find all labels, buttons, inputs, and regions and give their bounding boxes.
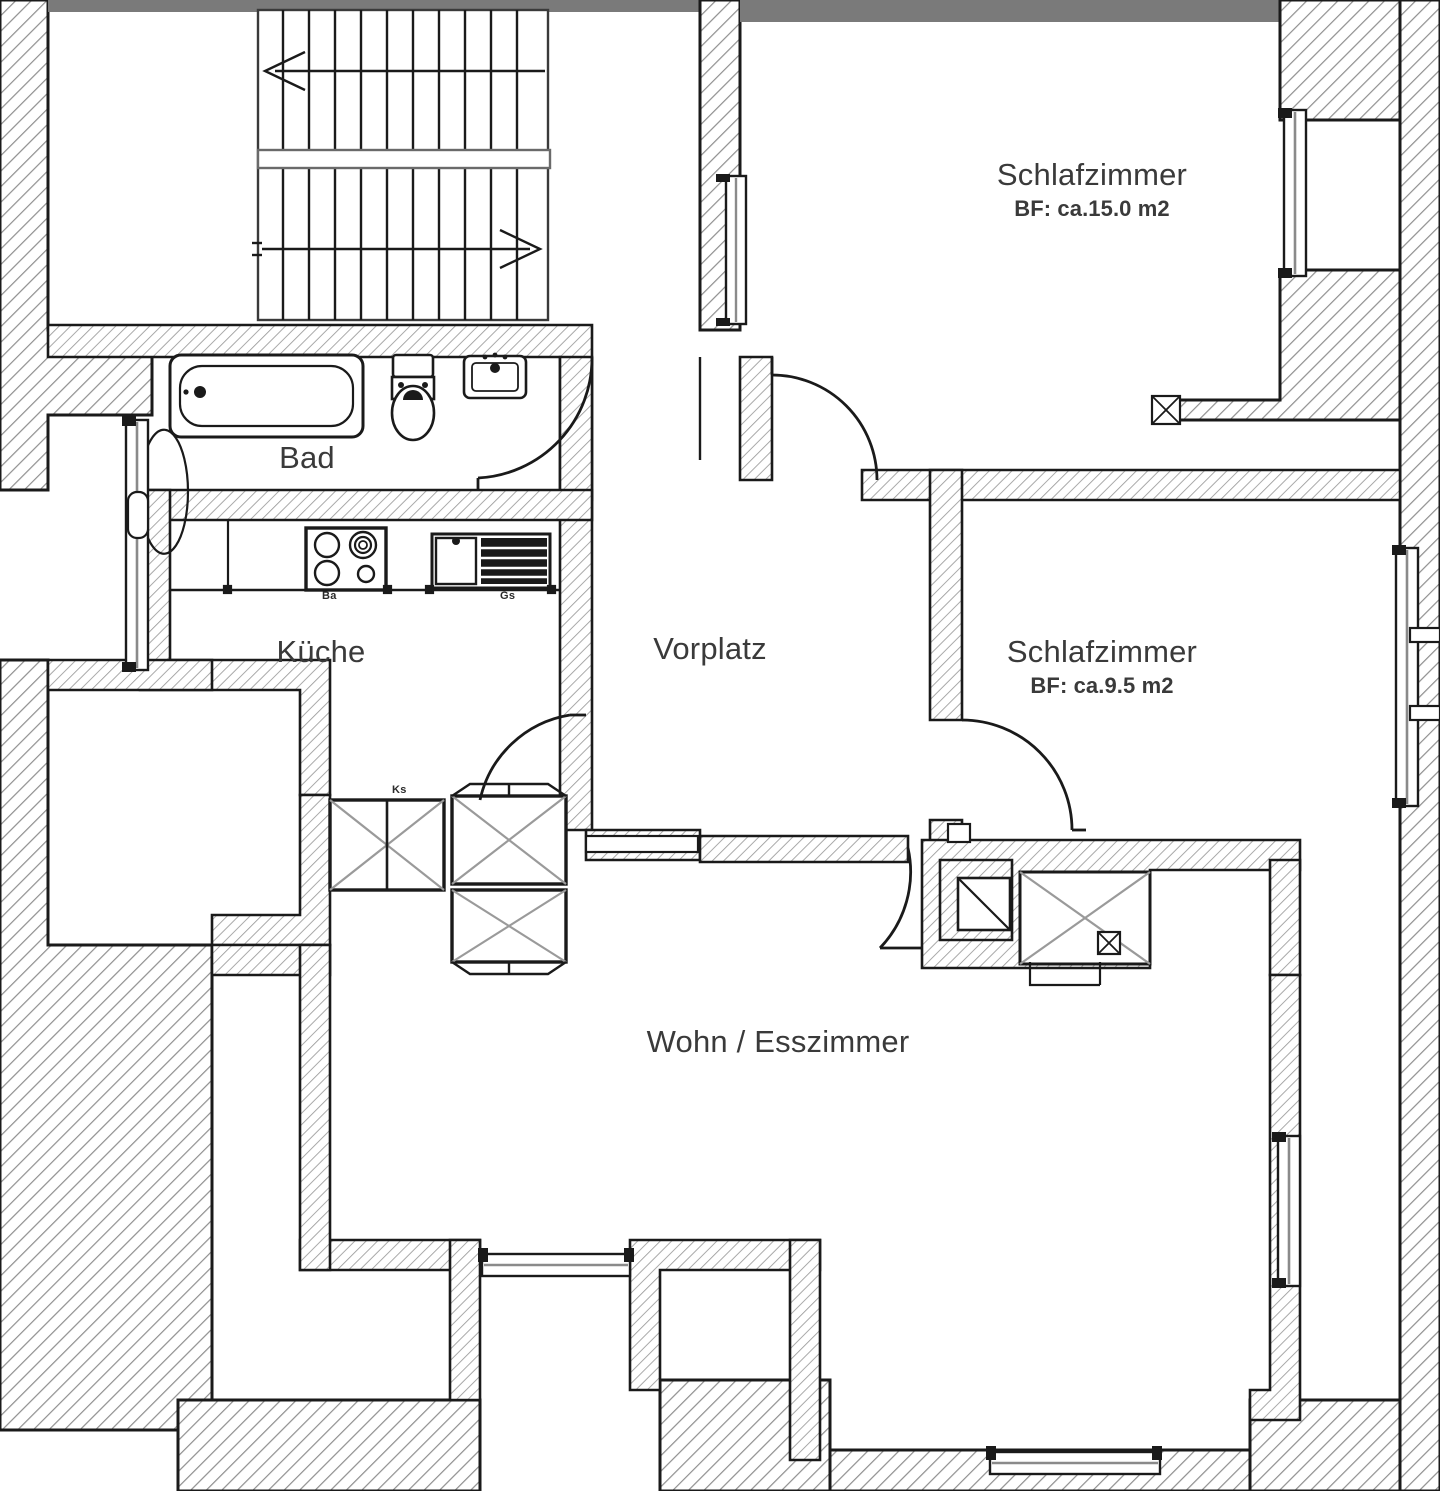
- window-bedroom2-notch: [946, 822, 972, 844]
- window-hall-strip: [584, 834, 700, 854]
- windows: [122, 108, 1440, 1476]
- counter-notch: [222, 584, 557, 595]
- doors: [138, 356, 1086, 950]
- staircase: [252, 8, 552, 322]
- stove-icon: [304, 526, 388, 592]
- door-kueche: [478, 713, 586, 801]
- interior-walls: [46, 323, 1402, 1462]
- window-right-lower: [1272, 1132, 1302, 1288]
- toilet-icon: [390, 353, 436, 442]
- door-schlafzimmer1: [770, 357, 879, 481]
- window-bedroom1-right: [1278, 108, 1308, 278]
- kitchen-sink-icon: [430, 532, 552, 590]
- window-bottom-right: [986, 1446, 1162, 1476]
- stair-arrow-down: [262, 50, 545, 92]
- bathtub-icon: [168, 353, 365, 439]
- door-schlafzimmer2: [961, 718, 1086, 832]
- shaft-icon: [956, 876, 1012, 932]
- window-left-hall: [122, 416, 150, 672]
- window-hall-top: [716, 174, 748, 326]
- shaft-icon-upper: [1150, 394, 1182, 426]
- window-bottom-living: [478, 1248, 634, 1278]
- cabinet-group-left: [328, 782, 568, 976]
- cabinet-group-right: [956, 394, 1182, 987]
- washbasin-icon: [462, 352, 528, 400]
- door-bad: [476, 356, 594, 490]
- bathroom-fixtures: [168, 352, 528, 442]
- door-wohnzimmer: [878, 847, 922, 950]
- kitchen-fixtures: [170, 520, 560, 595]
- interior-thin-walls: [46, 658, 332, 1272]
- door-left-hall: [138, 428, 190, 555]
- stair-arrow-up: [252, 228, 543, 270]
- window-right-mid: [1392, 545, 1440, 808]
